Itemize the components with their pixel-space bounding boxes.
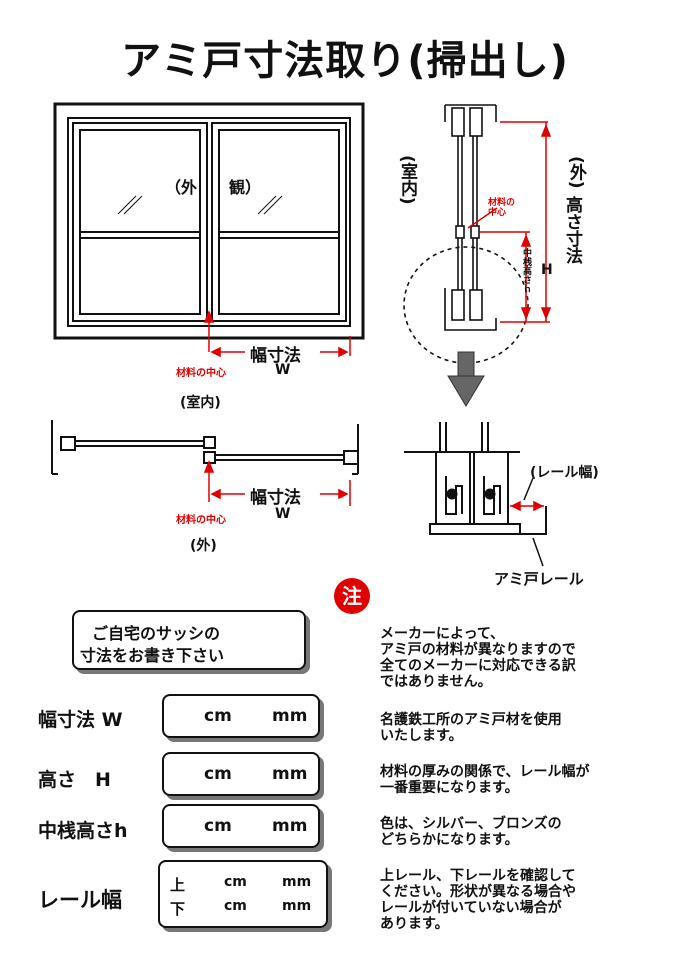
note-1-line-1: メーカーによって、 bbox=[380, 626, 505, 642]
plan-outdoor-label: (外) bbox=[190, 538, 217, 554]
mullion-input-box[interactable]: cm mm bbox=[162, 804, 320, 848]
mullion-unit-cm: cm bbox=[204, 816, 232, 836]
window-front-view bbox=[53, 102, 365, 340]
note-2-line-2: いたします。 bbox=[380, 728, 463, 744]
rail-leader-line bbox=[532, 537, 544, 567]
front-width-dimension bbox=[203, 309, 351, 358]
note-3-line-2: 一番重要になります。 bbox=[380, 780, 519, 796]
note-3: 材料の厚みの関係で、レール幅が 一番重要になります。 bbox=[380, 764, 650, 796]
note-5-line-4: あります。 bbox=[380, 916, 449, 932]
note-4-line-1: 色は、シルバー、ブロンズの bbox=[380, 816, 562, 832]
width-input-box[interactable]: cm mm bbox=[162, 694, 320, 738]
front-width-label: 幅寸法 bbox=[250, 346, 301, 366]
mullion-unit-mm: mm bbox=[272, 816, 308, 836]
height-unit-mm: mm bbox=[272, 764, 308, 784]
form-heading-line2: 寸法をお書き下さい bbox=[80, 646, 225, 665]
mullion-height-label: 中桟高さｈ bbox=[521, 248, 531, 293]
width-unit-mm: mm bbox=[272, 706, 308, 726]
note-5-line-3: レールが付いていない場合が bbox=[380, 900, 562, 916]
note-1-line-2: アミ戸の材料が異なりますので bbox=[380, 642, 576, 658]
section-outdoor-label: (外) bbox=[566, 156, 586, 189]
height-row-label: 高さ H bbox=[38, 769, 111, 791]
notice-badge: 注 bbox=[334, 578, 370, 614]
rail-lower-label: 下 bbox=[170, 900, 186, 918]
rail-upper-label: 上 bbox=[170, 876, 186, 894]
plan-width-var: W bbox=[275, 506, 291, 522]
rail-row-label: レール幅 bbox=[38, 888, 122, 912]
rail-lower-cm: cm bbox=[224, 898, 247, 914]
note-4: 色は、シルバー、ブロンズの どちらかになります。 bbox=[380, 816, 640, 848]
down-arrow-icon bbox=[447, 351, 485, 407]
rail-width-label: (レール幅) bbox=[530, 465, 599, 481]
rail-upper-mm: mm bbox=[282, 874, 312, 890]
height-input-box[interactable]: cm mm bbox=[162, 752, 320, 796]
plan-view bbox=[51, 420, 359, 475]
exterior-label: （外 観） bbox=[165, 178, 262, 197]
section-height-label: 高さ寸法 bbox=[562, 196, 582, 264]
rail-lower-mm: mm bbox=[282, 898, 312, 914]
form-heading-line1: ご自宅のサッシの bbox=[92, 624, 221, 643]
note-2-line-1: 名護鉄工所のアミ戸材を使用 bbox=[380, 712, 562, 728]
mullion-row-label: 中桟高さh bbox=[38, 820, 128, 842]
height-unit-cm: cm bbox=[204, 764, 232, 784]
page-title: アミ戸寸法取り(掃出し) bbox=[121, 38, 569, 84]
note-5: 上レール、下レールを確認して ください。形状が異なる場合や レールが付いていない… bbox=[380, 868, 640, 932]
note-1-line-4: ではありません。 bbox=[380, 674, 492, 690]
note-1-line-3: 全てのメーカーに対応できる訳 bbox=[380, 658, 576, 674]
plan-center-label: 材料の中心 bbox=[176, 515, 226, 526]
rail-width-dimension bbox=[510, 477, 544, 512]
rail-input-box[interactable]: 上 cm mm 下 cm mm bbox=[158, 860, 328, 928]
section-view bbox=[403, 104, 529, 364]
width-unit-cm: cm bbox=[204, 706, 232, 726]
note-1: メーカーによって、 アミ戸の材料が異なりますので 全てのメーカーに対応できる訳 … bbox=[380, 626, 640, 690]
screen-rail-label: アミ戸レール bbox=[494, 570, 584, 588]
width-row-label: 幅寸法 W bbox=[38, 709, 123, 731]
plan-width-dimension bbox=[203, 459, 351, 506]
note-4-line-2: どちらかになります。 bbox=[380, 832, 519, 848]
plan-indoor-label: (室内) bbox=[180, 395, 221, 411]
plan-width-label: 幅寸法 bbox=[250, 488, 301, 508]
section-indoor-label: (室内) bbox=[397, 155, 417, 205]
note-2: 名護鉄工所のアミ戸材を使用 いたします。 bbox=[380, 712, 640, 744]
form-heading-box: ご自宅のサッシの 寸法をお書き下さい bbox=[72, 610, 306, 670]
rail-upper-cm: cm bbox=[224, 874, 247, 890]
section-height-var: H bbox=[541, 262, 553, 278]
note-5-line-2: ください。形状が異なる場合や bbox=[380, 884, 576, 900]
section-center-label: 材料の中心 bbox=[488, 198, 516, 218]
note-5-line-1: 上レール、下レールを確認して bbox=[380, 868, 576, 884]
front-center-label: 材料の中心 bbox=[176, 368, 226, 379]
note-3-line-1: 材料の厚みの関係で、レール幅が bbox=[380, 764, 590, 780]
detail-view bbox=[404, 422, 547, 535]
section-height-dimension bbox=[467, 121, 552, 323]
front-width-var: W bbox=[275, 362, 291, 378]
